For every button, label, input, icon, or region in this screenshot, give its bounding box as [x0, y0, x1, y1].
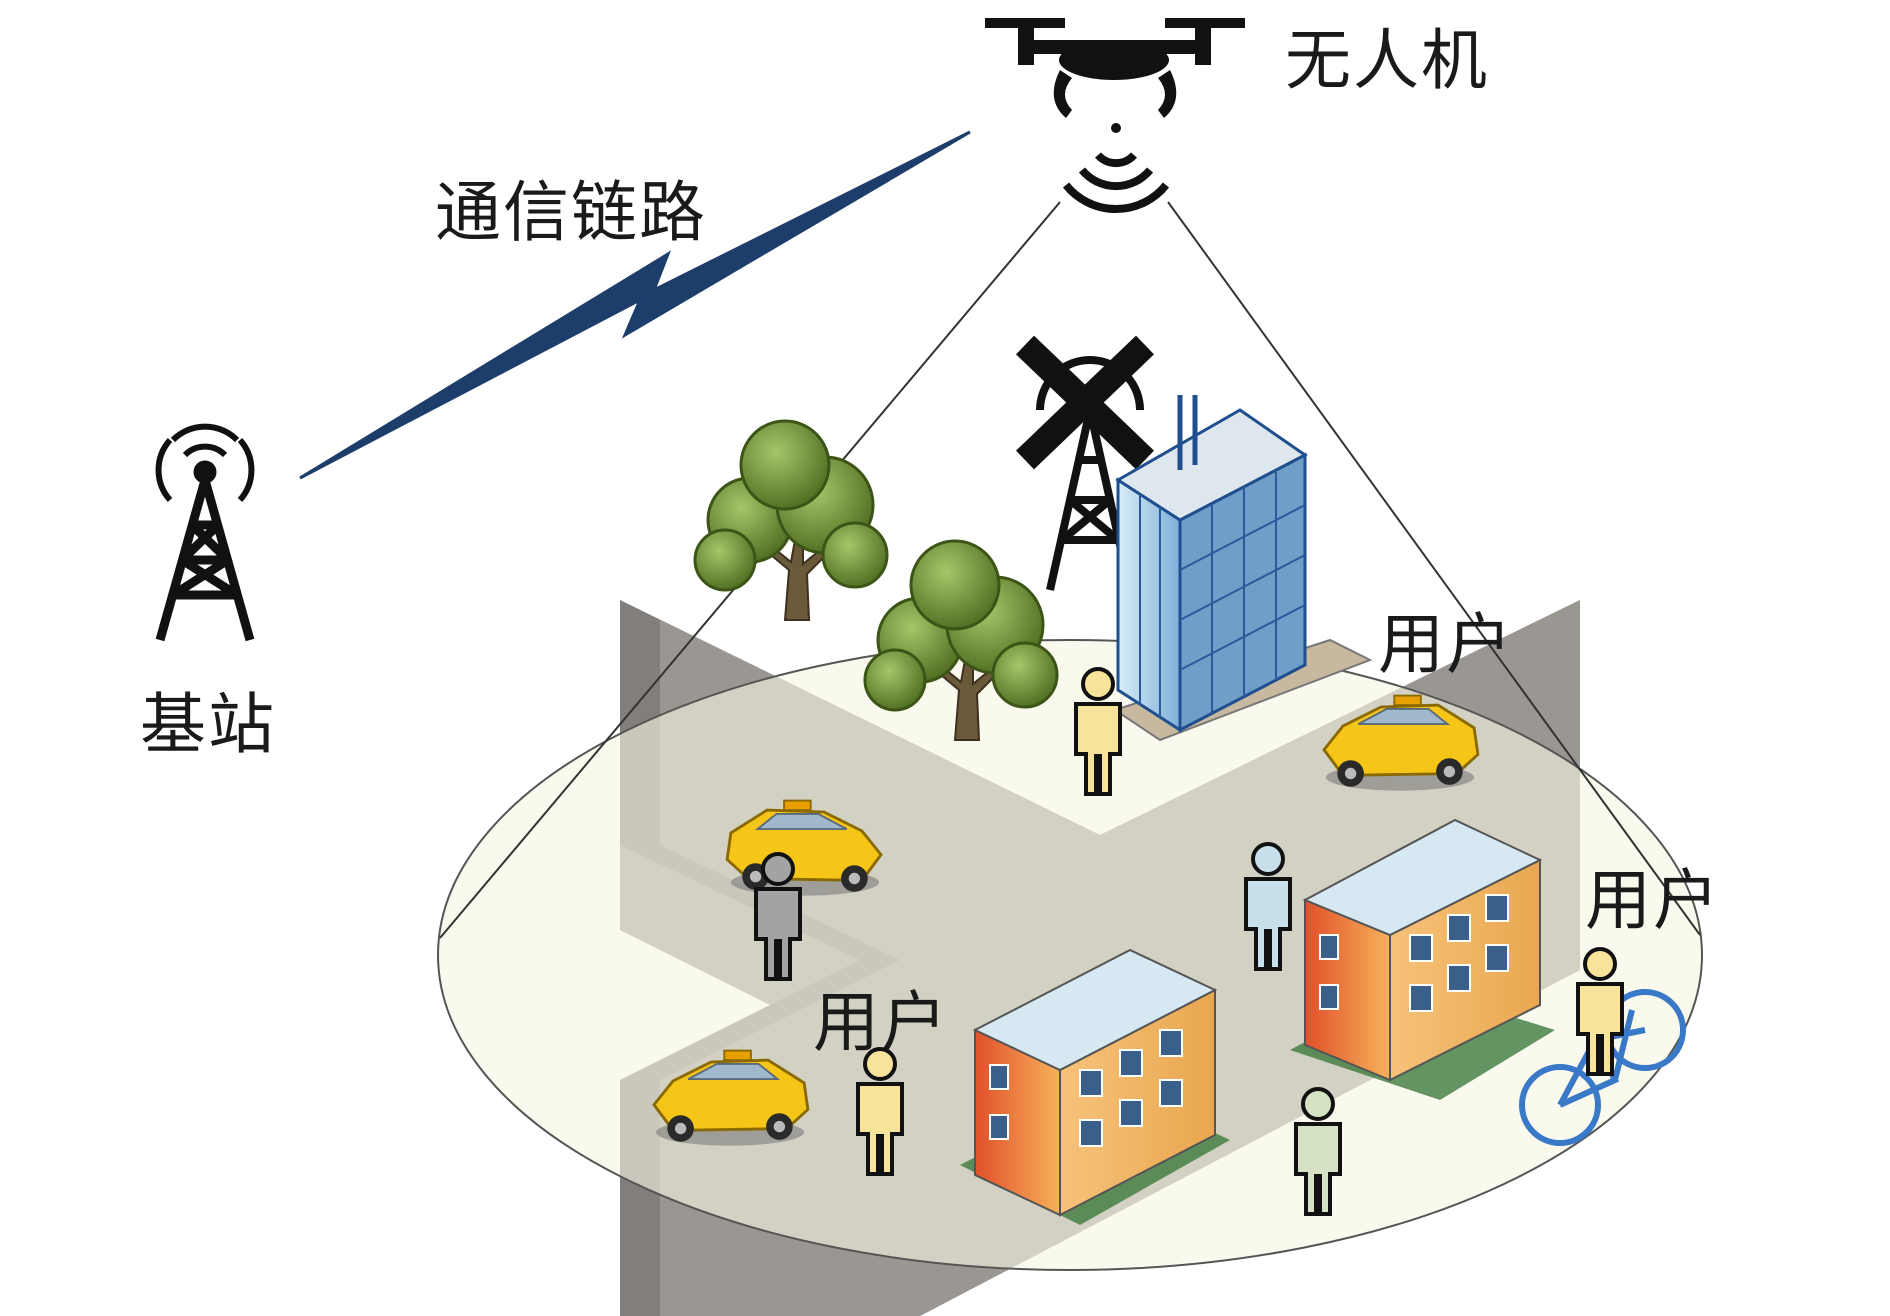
- signal-waves-icon: [1062, 123, 1170, 214]
- cross-icon: [1016, 335, 1154, 470]
- user-label-right: 用户: [1585, 862, 1721, 939]
- base-station-icon: [155, 423, 255, 642]
- user-label-top: 用户: [1378, 606, 1514, 683]
- uav-label: 无人机: [1285, 22, 1489, 99]
- apartment-right: [1290, 818, 1555, 1100]
- tree-left: [693, 419, 889, 622]
- base-station-label: 基站: [140, 686, 276, 763]
- apartment-left: [960, 948, 1230, 1225]
- uav-drone-icon: [985, 18, 1245, 214]
- communication-link-line: [299, 130, 971, 480]
- communication-link-label: 通信链路: [435, 174, 707, 251]
- user-label-left: 用户: [813, 984, 949, 1061]
- office-building: [1112, 395, 1373, 742]
- disabled-tower: [1016, 335, 1154, 591]
